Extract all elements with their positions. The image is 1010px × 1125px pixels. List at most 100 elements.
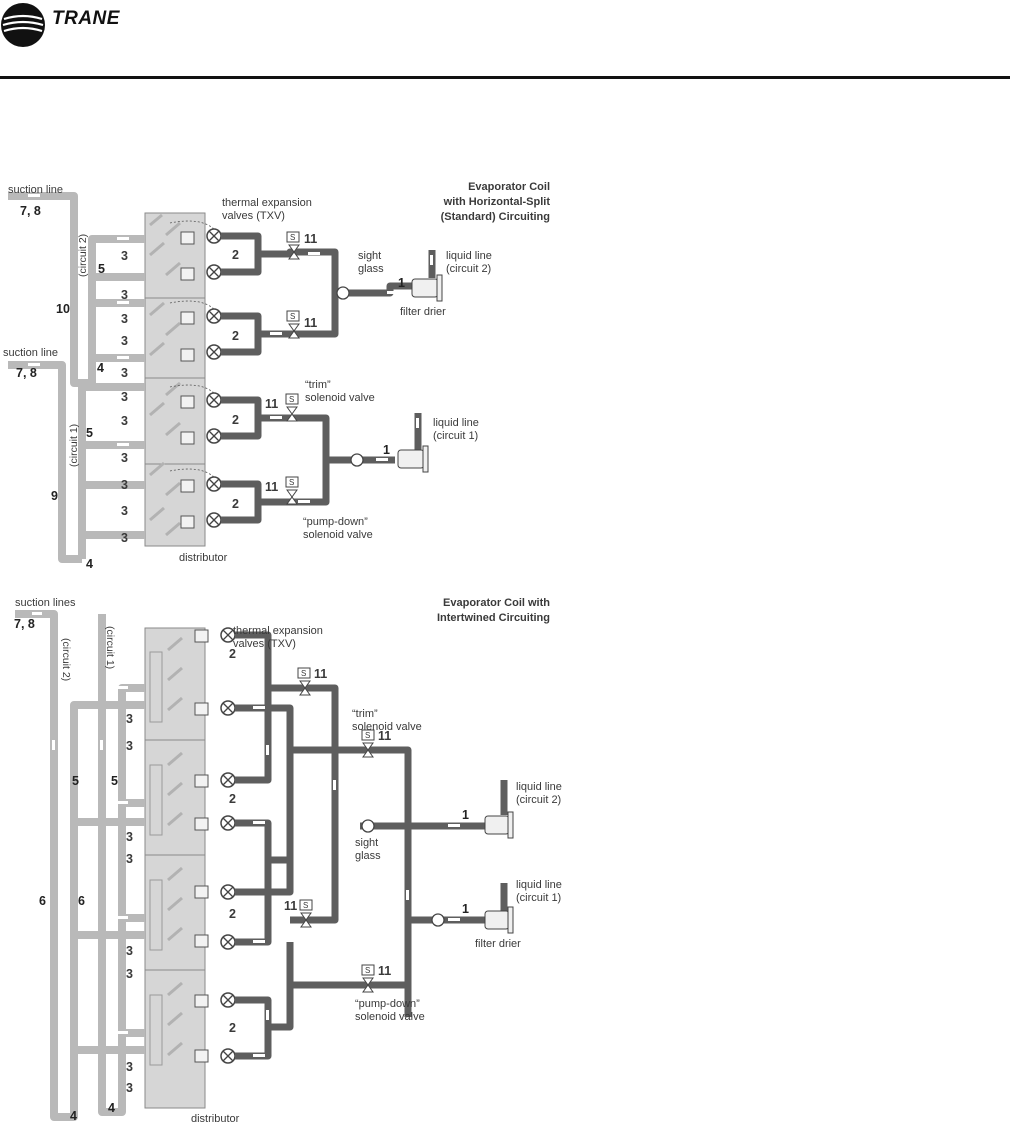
solenoid-valves: S S S S (297, 667, 375, 993)
svg-text:2: 2 (229, 1021, 236, 1035)
svg-text:11: 11 (265, 397, 278, 411)
callout-5: 5 (86, 426, 93, 440)
svg-text:2: 2 (229, 792, 236, 806)
diagram1-title: Evaporator Coil with Horizontal-Split (S… (441, 181, 551, 223)
suction-line-label: suction line (8, 184, 63, 196)
svg-text:“pump-down”: “pump-down” (303, 516, 368, 528)
svg-text:2: 2 (232, 329, 239, 343)
trim-solenoid-label: “trim”solenoid valve (305, 379, 375, 404)
svg-text:3: 3 (126, 1060, 133, 1074)
solenoid-s-label: S (365, 731, 370, 740)
txv-label: thermal expansion valves (TXV) (233, 625, 323, 650)
diagram-intertwined: S S S S suction lines 7, 8 (circuit 2) (… (14, 597, 562, 1125)
callout-1: 1 (462, 902, 469, 916)
callout-1: 1 (383, 443, 390, 457)
svg-text:11: 11 (304, 316, 317, 330)
svg-text:liquid line: liquid line (516, 879, 562, 891)
svg-text:sight: sight (358, 250, 381, 262)
solenoid-s-label: S (289, 395, 294, 404)
trim-solenoid-label: “trim”solenoid valve (352, 708, 422, 733)
liquid-line-circuit-1-label: liquid line(circuit 1) (433, 417, 479, 442)
svg-text:“pump-down”: “pump-down” (355, 998, 420, 1010)
liquid-line-circuit-1-label: liquid line(circuit 1) (516, 879, 562, 904)
svg-text:11: 11 (265, 480, 278, 494)
svg-text:(circuit 1): (circuit 1) (516, 892, 561, 904)
svg-text:3: 3 (126, 852, 133, 866)
solenoid-valves: S S S S (285, 231, 300, 505)
svg-text:liquid line: liquid line (446, 250, 492, 262)
svg-text:solenoid valve: solenoid valve (355, 1011, 425, 1023)
svg-text:2: 2 (229, 647, 236, 661)
diagram2-title: Evaporator Coil with Intertwined Circuit… (437, 597, 550, 624)
svg-text:(circuit 2): (circuit 2) (446, 263, 491, 275)
liquid-line-circuit-2-label: liquid line(circuit 2) (516, 781, 562, 806)
sight-glass-icon (336, 286, 364, 467)
pumpdown-solenoid-label: “pump-down”solenoid valve (355, 998, 425, 1023)
svg-text:3: 3 (126, 739, 133, 753)
svg-text:11: 11 (378, 729, 391, 743)
callout-5: 5 (98, 262, 105, 276)
solenoid-s-label: S (289, 478, 294, 487)
brand-name: TRANE (52, 8, 120, 29)
svg-text:(Standard) Circuiting: (Standard) Circuiting (441, 211, 550, 223)
liquid-arrows (270, 252, 433, 503)
svg-text:Evaporator Coil with: Evaporator Coil with (443, 597, 550, 609)
callout-5: 5 (72, 774, 79, 788)
coil-body (144, 212, 206, 547)
circuit-1-label: (circuit 1) (104, 626, 116, 669)
filter-drier-label: filter drier (400, 306, 446, 318)
liquid-arrows (253, 706, 460, 1057)
svg-text:“trim”: “trim” (305, 379, 331, 391)
callouts-2: 2 2 2 2 (232, 248, 239, 511)
callout-6: 6 (78, 894, 85, 908)
callout-6: 6 (39, 894, 46, 908)
svg-text:2: 2 (232, 413, 239, 427)
callout-7-8: 7, 8 (20, 204, 41, 218)
svg-text:“trim”: “trim” (352, 708, 378, 720)
svg-text:3: 3 (121, 249, 128, 263)
svg-text:thermal expansion: thermal expansion (233, 625, 323, 637)
header-rule (0, 76, 1010, 79)
distributor-label: distributor (191, 1113, 240, 1125)
callout-1: 1 (462, 808, 469, 822)
svg-text:sight: sight (355, 837, 378, 849)
svg-text:3: 3 (121, 451, 128, 465)
svg-text:Evaporator Coil: Evaporator Coil (468, 181, 550, 193)
svg-text:3: 3 (126, 944, 133, 958)
svg-text:3: 3 (121, 531, 128, 545)
callout-4: 4 (97, 361, 104, 375)
coil-body (144, 627, 206, 1109)
liquid-line-circuit-2-label: liquid line(circuit 2) (446, 250, 492, 275)
filter-drier-icon (484, 811, 514, 934)
svg-text:2: 2 (232, 497, 239, 511)
circuit-1-label: (circuit 1) (68, 424, 80, 467)
circuit-2-label: (circuit 2) (77, 234, 89, 277)
svg-text:valves (TXV): valves (TXV) (233, 638, 296, 650)
svg-text:with Horizontal-Split: with Horizontal-Split (443, 196, 551, 208)
svg-text:(circuit 1): (circuit 1) (433, 430, 478, 442)
suction-arrows (28, 194, 129, 525)
svg-text:11: 11 (284, 899, 297, 913)
svg-text:valves (TXV): valves (TXV) (222, 210, 285, 222)
svg-text:2: 2 (232, 248, 239, 262)
circuit-2-label: (circuit 2) (60, 638, 72, 681)
callout-7-8: 7, 8 (16, 366, 37, 380)
suction-line-label: suction line (3, 347, 58, 359)
callouts-3: 33 33 33 33 (126, 712, 133, 1095)
svg-text:liquid line: liquid line (516, 781, 562, 793)
svg-text:solenoid valve: solenoid valve (352, 721, 422, 733)
svg-text:Intertwined Circuiting: Intertwined Circuiting (437, 612, 550, 624)
trane-logo-icon (1, 3, 45, 47)
solenoid-s-label: S (290, 233, 295, 242)
svg-text:thermal expansion: thermal expansion (222, 197, 312, 209)
svg-text:liquid line: liquid line (433, 417, 479, 429)
svg-text:3: 3 (126, 1081, 133, 1095)
svg-text:11: 11 (314, 667, 327, 681)
svg-text:2: 2 (229, 907, 236, 921)
solenoid-s-label: S (303, 901, 308, 910)
callout-10: 10 (56, 302, 70, 316)
